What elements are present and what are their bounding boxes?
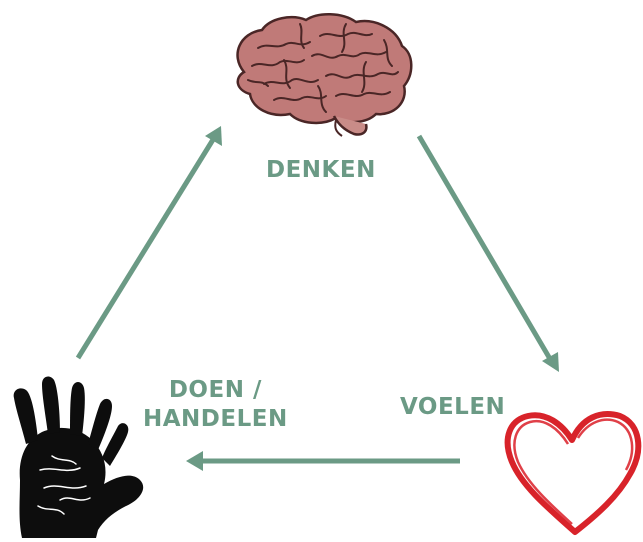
think-label: DENKEN xyxy=(266,156,376,185)
feel-label: VOELEN xyxy=(400,393,505,422)
act-label-line1: DOEN / xyxy=(143,376,288,405)
heart-icon xyxy=(508,414,639,532)
act-label-line2: HANDELEN xyxy=(143,405,288,434)
arrow-think-to-feel xyxy=(419,136,553,364)
act-label: DOEN / HANDELEN xyxy=(143,376,288,434)
brain-icon xyxy=(238,14,412,136)
arrow-act-to-think xyxy=(78,138,214,358)
arrowhead-act xyxy=(186,451,203,471)
hand-icon xyxy=(14,377,143,538)
